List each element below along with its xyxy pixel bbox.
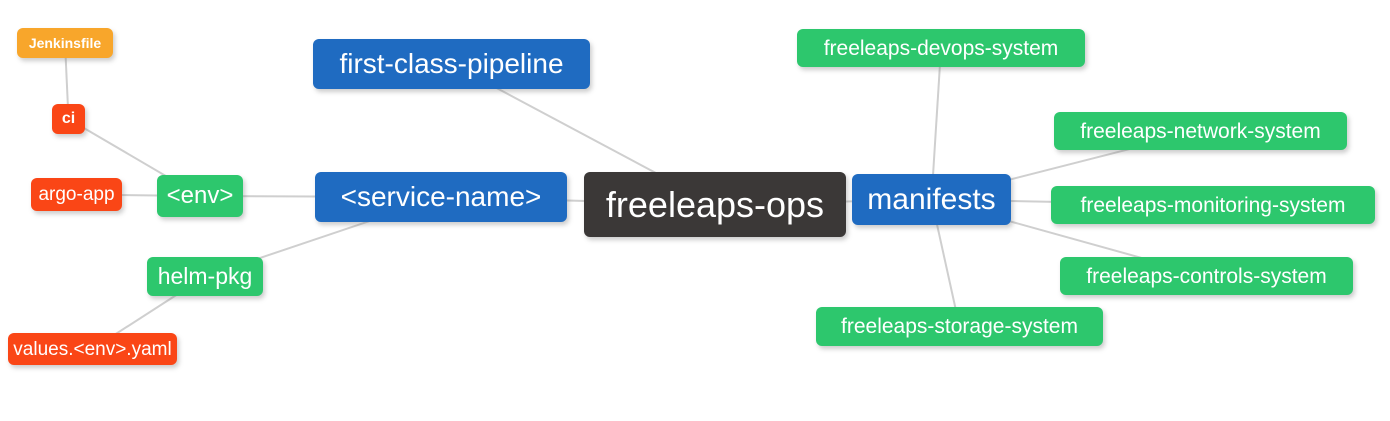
node-label: freeleaps-devops-system (823, 36, 1059, 60)
node-argo-app[interactable]: argo-app (31, 178, 122, 211)
node-label: <env> (166, 182, 234, 209)
node-ci[interactable]: ci (52, 104, 85, 134)
node-env[interactable]: <env> (157, 175, 243, 217)
node-label: manifests (867, 182, 996, 216)
node-jenkinsfile[interactable]: Jenkinsfile (17, 28, 113, 58)
node-label: Jenkinsfile (28, 35, 102, 51)
node-service-name[interactable]: <service-name> (315, 172, 567, 222)
node-label: freeleaps-monitoring-system (1080, 193, 1346, 217)
node-manifests[interactable]: manifests (852, 174, 1011, 225)
node-freeleaps-ops[interactable]: freeleaps-ops (584, 172, 846, 237)
node-values-env-yaml[interactable]: values.<env>.yaml (8, 333, 177, 365)
node-controls-system[interactable]: freeleaps-controls-system (1060, 257, 1353, 295)
node-label: first-class-pipeline (339, 48, 564, 79)
node-label: freeleaps-ops (605, 183, 825, 225)
node-monitoring-system[interactable]: freeleaps-monitoring-system (1051, 186, 1375, 224)
node-first-class-pipeline[interactable]: first-class-pipeline (313, 39, 590, 89)
node-label: <service-name> (340, 181, 542, 212)
node-devops-system[interactable]: freeleaps-devops-system (797, 29, 1085, 67)
node-label: freeleaps-storage-system (841, 315, 1078, 338)
node-label: argo-app (38, 184, 115, 205)
node-label: freeleaps-network-system (1080, 119, 1321, 143)
node-helm-pkg[interactable]: helm-pkg (147, 257, 263, 296)
node-label: ci (61, 110, 76, 127)
node-label: values.<env>.yaml (13, 338, 172, 360)
node-storage-system[interactable]: freeleaps-storage-system (816, 307, 1103, 346)
node-network-system[interactable]: freeleaps-network-system (1054, 112, 1347, 150)
node-label: helm-pkg (157, 263, 253, 289)
node-label: freeleaps-controls-system (1086, 264, 1327, 288)
